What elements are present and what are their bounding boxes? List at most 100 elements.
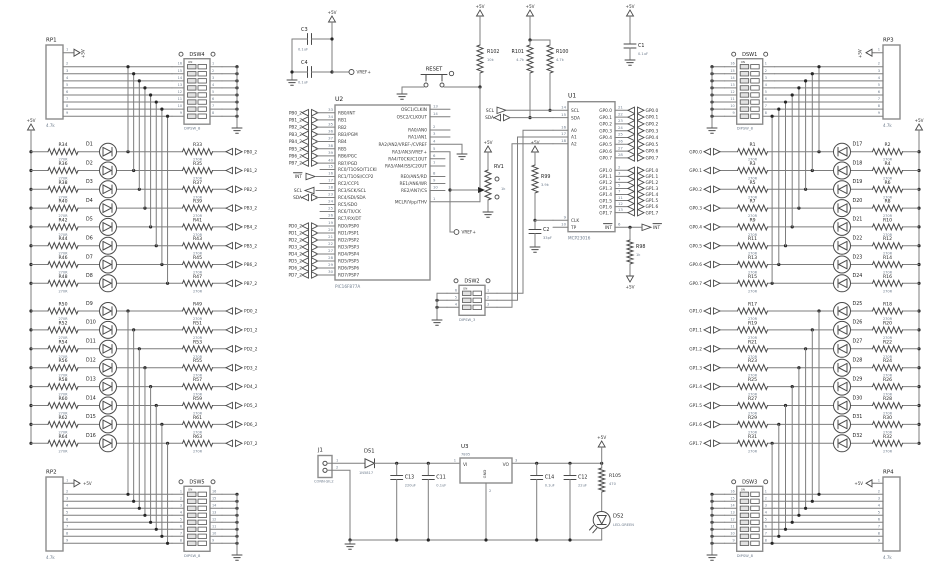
switch-slider[interactable] — [739, 540, 750, 546]
led-D14[interactable]: D14 — [86, 395, 117, 415]
switch-slider[interactable] — [739, 64, 750, 70]
switch-slider[interactable] — [739, 505, 750, 511]
led-D10[interactable]: D10 — [86, 320, 117, 339]
switch-slider[interactable] — [187, 491, 197, 497]
switch-slider[interactable] — [739, 78, 750, 84]
led-D20[interactable]: D20 — [833, 198, 863, 218]
led-D21[interactable]: D21 — [833, 217, 863, 236]
led-D26[interactable]: D26 — [833, 320, 863, 339]
led-D17[interactable]: D17 — [833, 142, 863, 161]
ic-U2[interactable]: U2PIC16F877A33RB0/INTPB0_234RB1PB1_235RB… — [288, 96, 438, 289]
capacitor-C3[interactable]: C30.1uF — [291, 27, 333, 52]
led-D32[interactable]: D32 — [833, 433, 863, 453]
led-D8[interactable]: D8 — [86, 273, 117, 293]
led-D28[interactable]: D28 — [833, 358, 863, 377]
switch-slider[interactable] — [187, 519, 197, 525]
capacitor-C1[interactable]: C10.1uF — [623, 43, 648, 66]
led-D23[interactable]: D23 — [833, 254, 863, 274]
switch-slider[interactable] — [187, 85, 197, 91]
switch-slider[interactable] — [187, 512, 197, 518]
switch-slider[interactable] — [462, 290, 472, 296]
reset-button[interactable]: RESET — [420, 67, 455, 88]
switch-slider[interactable] — [187, 533, 197, 539]
led-D3[interactable]: D3 — [86, 179, 117, 199]
capacitor-C4[interactable]: C40.1uF — [291, 60, 333, 85]
led-D5[interactable]: D5 — [86, 217, 117, 236]
led-D12[interactable]: D12 — [86, 358, 117, 377]
switch-slider[interactable] — [739, 71, 750, 77]
switch-slider[interactable] — [187, 505, 197, 511]
led-D4[interactable]: D4 — [86, 198, 117, 218]
switch-slider[interactable] — [739, 533, 750, 539]
switch-slider[interactable] — [739, 512, 750, 518]
switch-slider[interactable] — [187, 78, 197, 84]
led-D6[interactable]: D6 — [86, 236, 117, 255]
ic-U1[interactable]: U1MCP2301614SCL15SDA16A017A118A29CLK10TP… — [561, 93, 623, 241]
led-D13[interactable]: D13 — [86, 376, 117, 396]
led-D1[interactable]: D1 — [86, 142, 117, 161]
switch-slider[interactable] — [462, 304, 472, 310]
switch-slider[interactable] — [187, 526, 197, 532]
switch-slider[interactable] — [187, 498, 197, 504]
switch-slider[interactable] — [187, 64, 197, 70]
switch-slider[interactable] — [187, 92, 197, 98]
switch-slider[interactable] — [187, 540, 197, 546]
switch-slider[interactable] — [739, 99, 750, 105]
led-D15[interactable]: D15 — [86, 414, 117, 434]
switch-slider[interactable] — [187, 113, 197, 119]
